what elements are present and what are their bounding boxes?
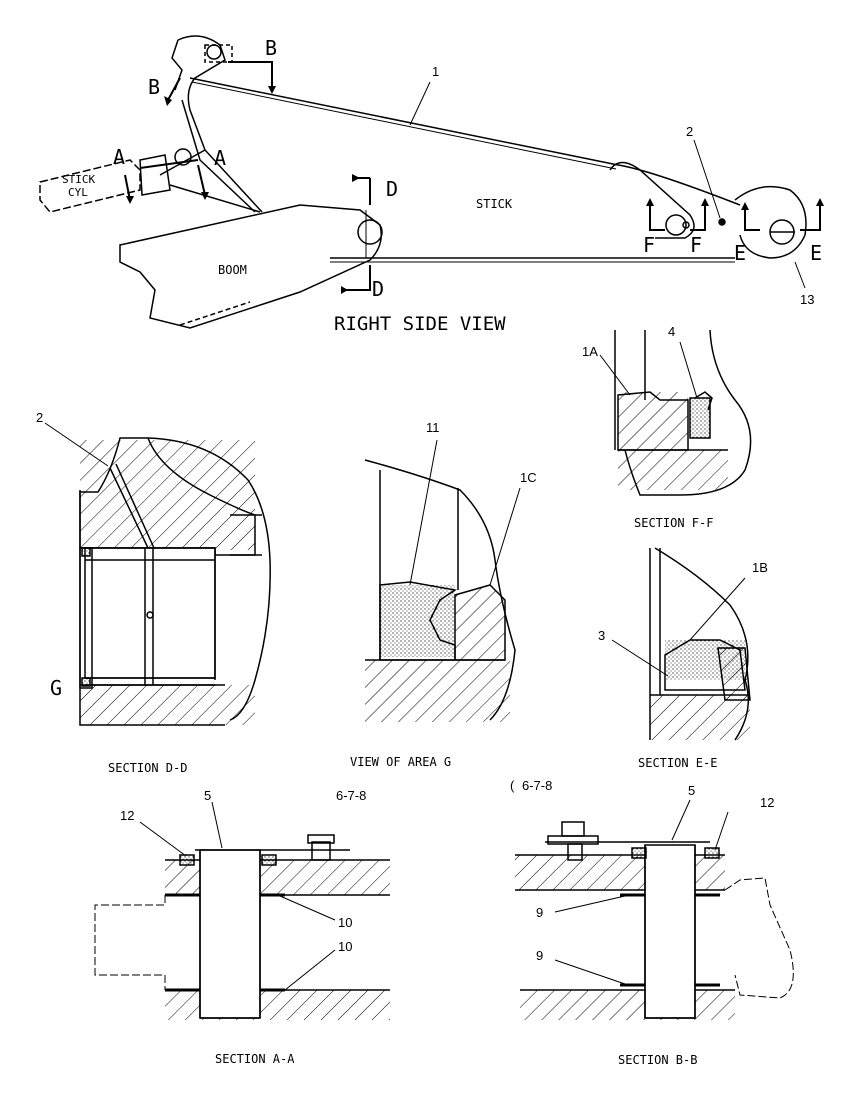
marker-a-left: A (113, 145, 125, 169)
callout-12-b: 12 (760, 795, 774, 810)
callout-9-a: 9 (536, 905, 543, 920)
callout-12-a: 12 (120, 808, 134, 823)
caption-view-of-area-g: VIEW OF AREA G (350, 755, 451, 769)
marker-b-left: B (148, 75, 160, 99)
caption-section-a-a: SECTION A-A (215, 1052, 295, 1066)
marker-b-right: B (265, 36, 277, 60)
callout-4: 4 (668, 324, 675, 339)
callout-1c: 1C (520, 470, 537, 485)
callout-13: 13 (800, 292, 814, 307)
label-stick-cyl-2: CYL (68, 186, 88, 199)
callout-1b: 1B (752, 560, 768, 575)
marker-d-top: D (386, 177, 398, 201)
caption-section-f-f: SECTION F-F (634, 516, 713, 530)
callout-5-b: 5 (688, 783, 695, 798)
label-boom: BOOM (218, 263, 247, 277)
right-side-view-callouts: 1 2 13 (432, 64, 814, 307)
callout-6-7-8-b-prefix: ( (510, 778, 515, 793)
section-a-a (94, 801, 390, 1020)
caption-section-d-d: SECTION D-D (108, 761, 187, 775)
section-d-d (44, 422, 271, 726)
callout-11: 11 (426, 420, 440, 435)
callout-1a: 1A (582, 344, 598, 359)
label-stick-cyl-1: STICK (62, 173, 95, 186)
callout-6-7-8-a: 6-7-8 (336, 788, 366, 803)
callout-6-7-8-b: 6-7-8 (522, 778, 552, 793)
marker-d-bottom: D (372, 277, 384, 301)
callout-10-b: 10 (338, 939, 352, 954)
caption-section-b-b: SECTION B-B (618, 1053, 697, 1067)
callout-2-section-d: 2 (36, 410, 43, 425)
marker-f-right: F (690, 233, 702, 257)
caption-section-e-e: SECTION E-E (638, 756, 717, 770)
section-b-b (515, 799, 794, 1020)
right-side-view-labels: STICK BOOM STICK CYL RIGHT SIDE VIEW A A… (62, 36, 822, 335)
label-stick: STICK (476, 197, 513, 211)
section-e-e (611, 547, 751, 741)
right-side-view (39, 35, 821, 329)
marker-a-right: A (214, 146, 226, 170)
diagram-title: RIGHT SIDE VIEW (334, 313, 506, 335)
section-f-f (599, 329, 752, 496)
callout-9-b: 9 (536, 948, 543, 963)
callout-10-a: 10 (338, 915, 352, 930)
marker-e-left: E (734, 241, 746, 265)
section-arrows (126, 86, 824, 294)
view-of-area-g (364, 439, 521, 722)
callout-5-a: 5 (204, 788, 211, 803)
callout-3: 3 (598, 628, 605, 643)
callout-2: 2 (686, 124, 693, 139)
marker-f-left: F (643, 233, 655, 257)
marker-e-right: E (810, 241, 822, 265)
callout-1: 1 (432, 64, 439, 79)
marker-g: G (50, 676, 62, 700)
